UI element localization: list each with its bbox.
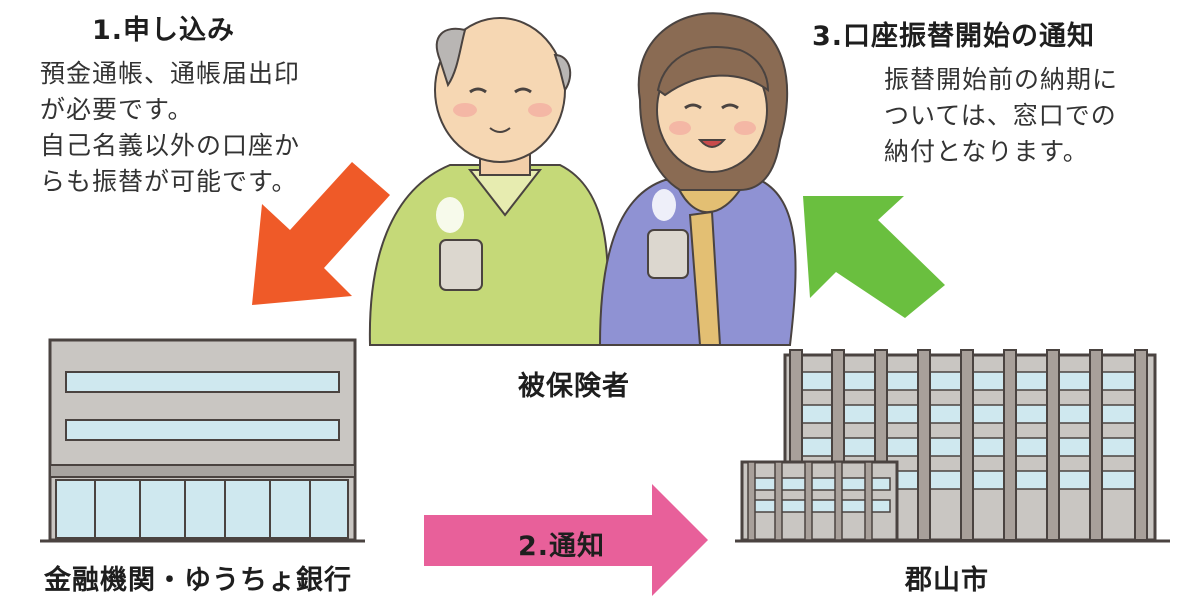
step1-description: 預金通帳、通帳届出印 が必要です。 自己名義以外の口座か らも振替が可能です。 <box>40 56 300 200</box>
step3-line: ついては、窓口での <box>884 101 1117 130</box>
bank-building-icon <box>40 338 365 543</box>
step2-title: 2.通知 <box>518 531 606 562</box>
bank-label: 金融機関・ゆうちょ銀行 <box>44 565 352 596</box>
city-hall-building-icon <box>735 349 1170 543</box>
step3-description: 振替開始前の納期に ついては、窓口での 納付となります。 <box>884 62 1118 170</box>
arrow-step2 <box>424 484 708 596</box>
elderly-man-icon <box>368 17 609 346</box>
step1-title: 1.申し込み <box>92 15 236 46</box>
arrow-step3 <box>803 196 945 318</box>
insured-label: 被保険者 <box>518 371 630 402</box>
step3-line: 納付となります。 <box>884 137 1089 166</box>
city-label: 郡山市 <box>905 565 989 596</box>
step1-line: が必要です。 <box>40 95 194 124</box>
step3-line: 振替開始前の納期に <box>884 65 1119 94</box>
step1-line: 預金通帳、通帳届出印 <box>40 59 301 88</box>
step1-line: 自己名義以外の口座か <box>40 131 301 160</box>
step3-title: 3.口座振替開始の通知 <box>812 21 1096 52</box>
step1-line: らも振替が可能です。 <box>40 167 298 196</box>
arrow-step1 <box>252 162 390 305</box>
elderly-woman-icon <box>598 12 797 346</box>
